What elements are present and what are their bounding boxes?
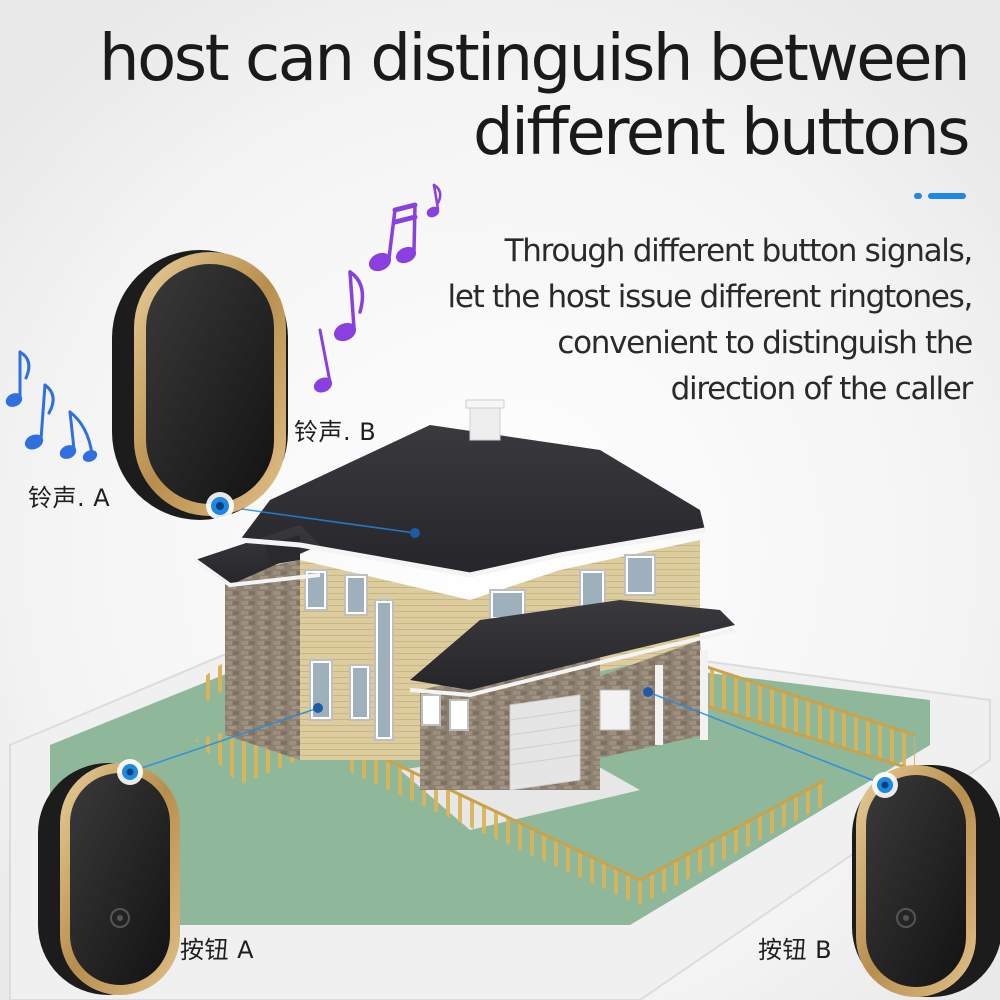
button-b-label: 按钮 B <box>758 936 833 964</box>
description-line: direction of the caller <box>670 371 974 407</box>
signal-dot-icon <box>117 492 898 798</box>
music-notes-icon <box>5 350 98 462</box>
description-line: convenient to distinguish the <box>557 325 973 361</box>
description-line: Through different button signals, <box>504 233 974 269</box>
music-notes-icon <box>313 183 442 393</box>
description-line: let the host issue different ringtones, <box>447 279 974 315</box>
description: Through different button signals, let th… <box>447 228 974 412</box>
ringtone-a-label: 铃声. A <box>28 484 111 512</box>
button-a-device <box>38 763 180 995</box>
ringtone-b-label: 铃声. B <box>294 418 377 446</box>
headline-line-1: host can distinguish between <box>99 22 970 96</box>
button-a-label: 按钮 A <box>180 936 255 964</box>
headline: host can distinguish between different b… <box>99 22 971 170</box>
headline-line-2: different buttons <box>472 96 971 170</box>
button-b-device <box>852 765 1000 997</box>
chime-device <box>112 250 288 520</box>
